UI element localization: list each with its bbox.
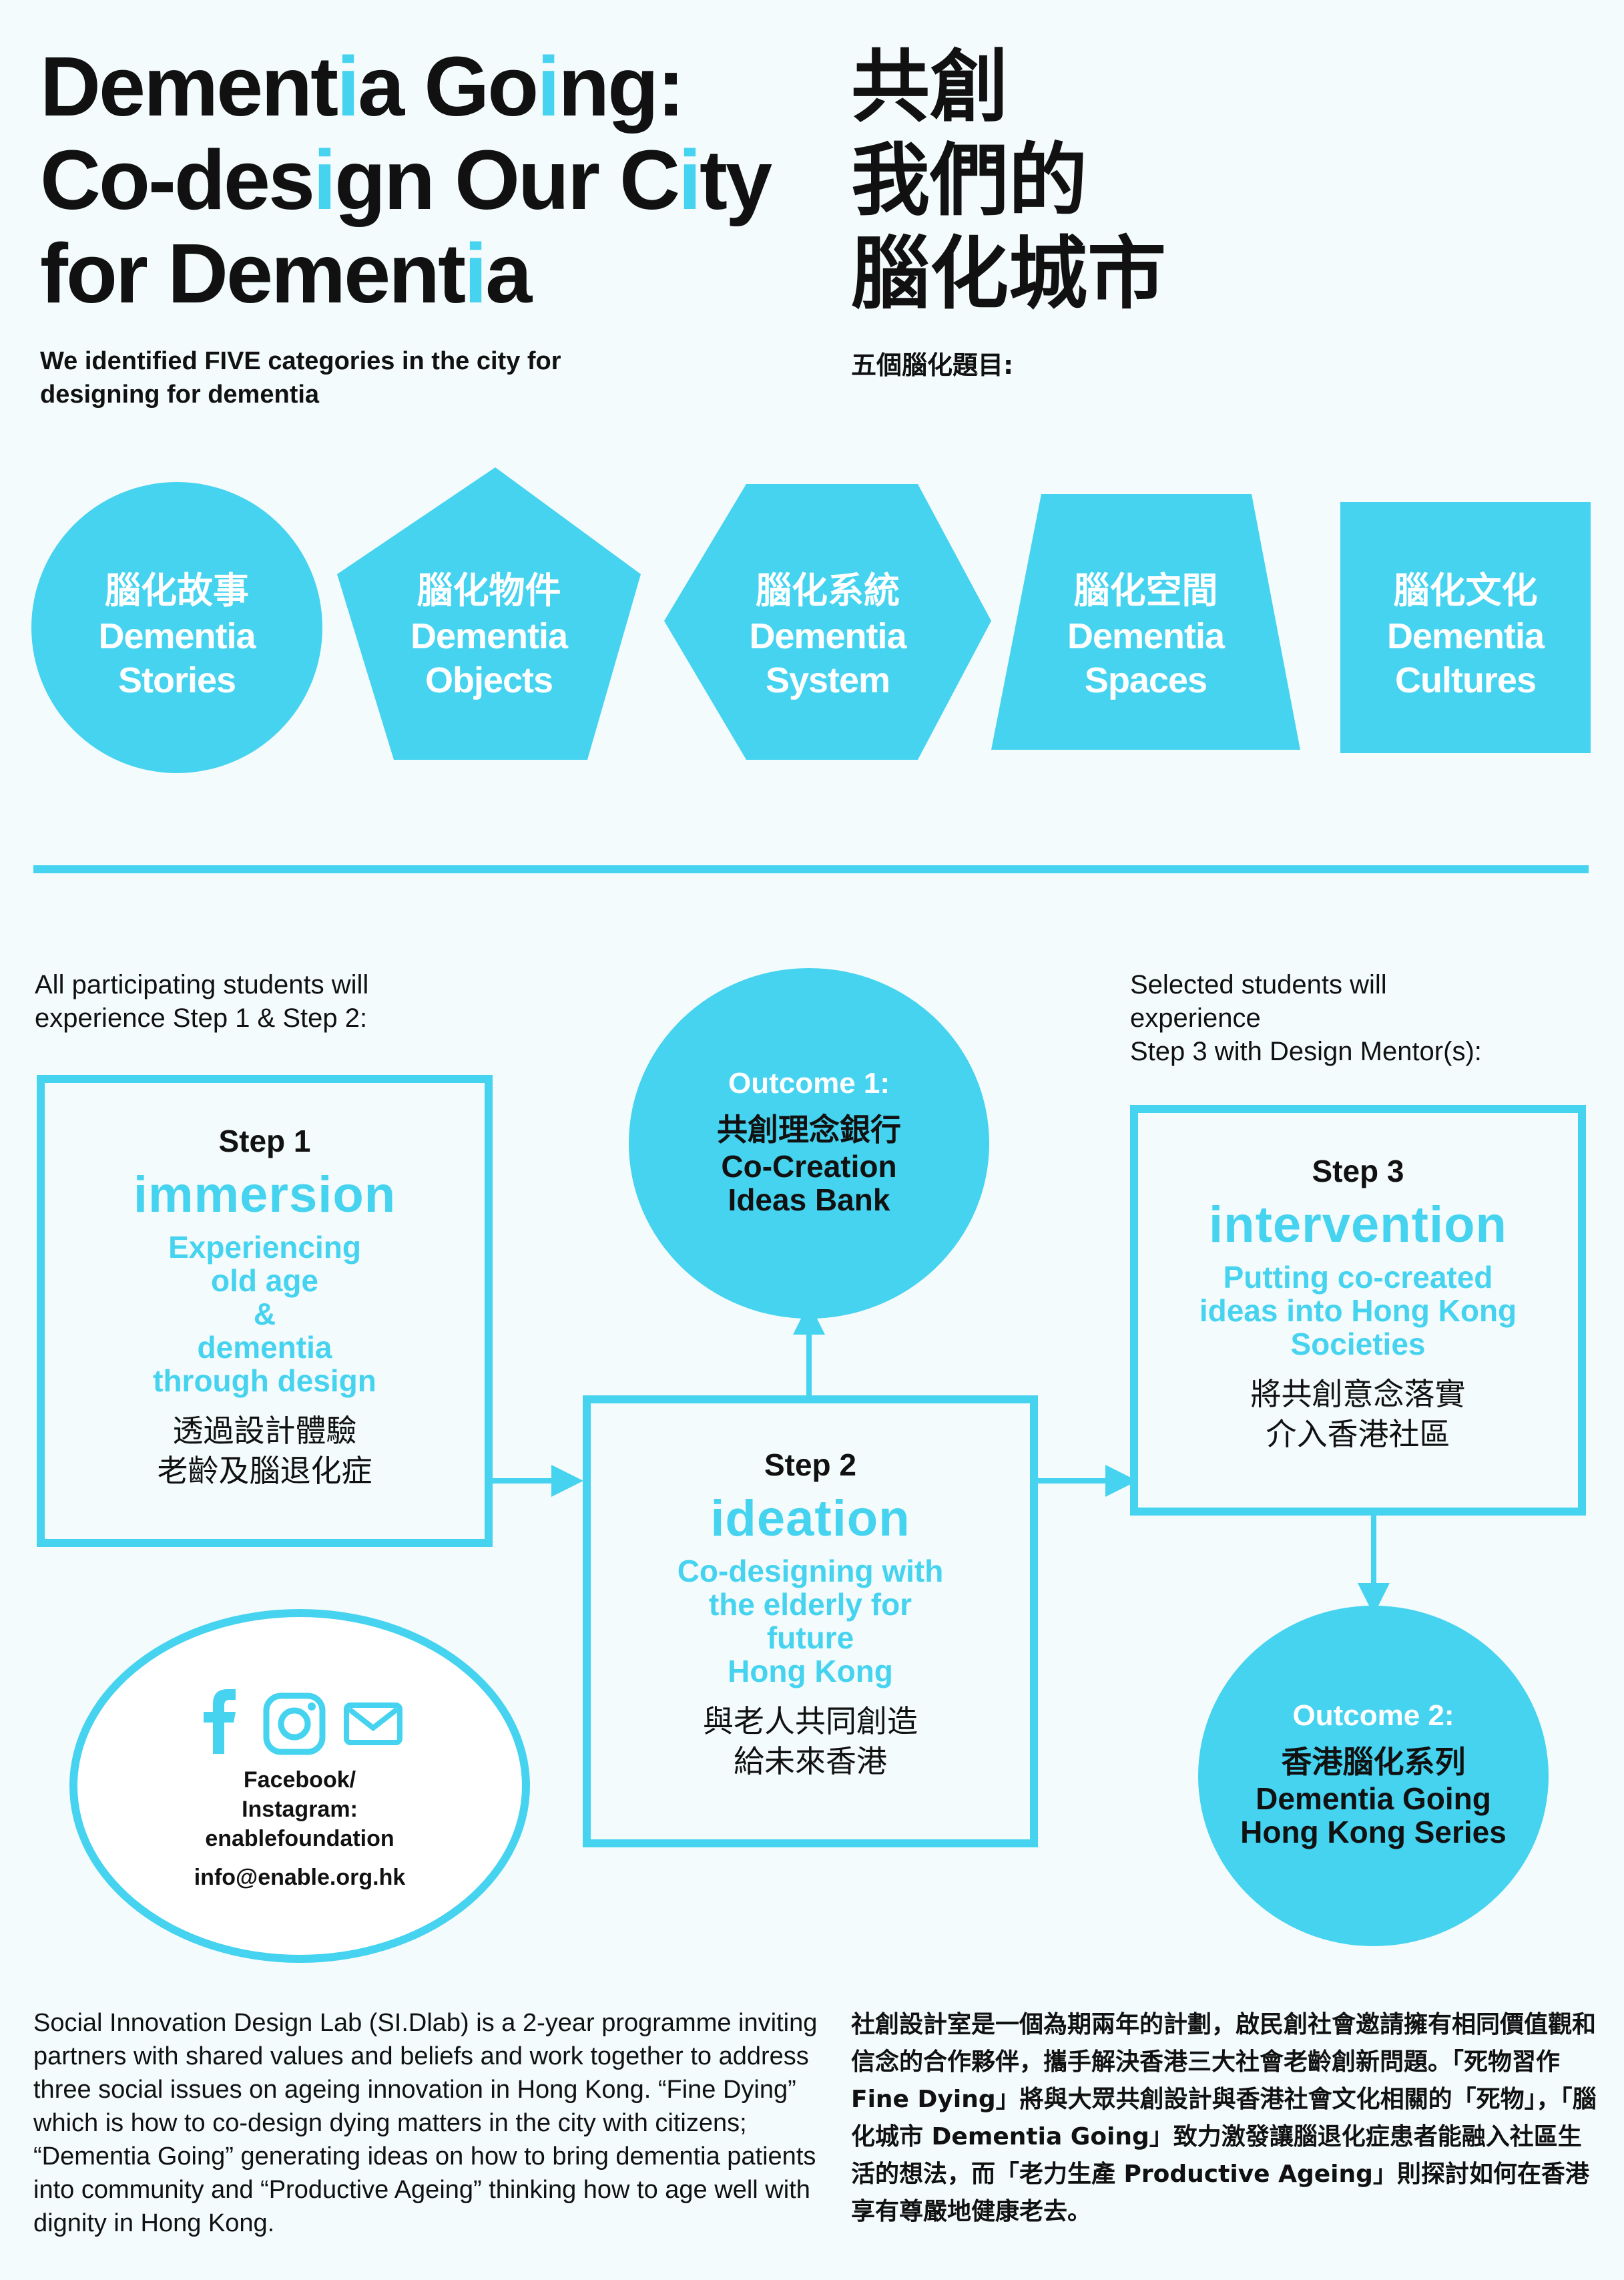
category-pentagon-shape [337, 467, 641, 760]
outcome-2-circle: Outcome 2: 香港腦化系列 Dementia Going Hong Ko… [1198, 1606, 1549, 1946]
step-description: Experiencing old age & dementia through … [153, 1230, 376, 1398]
step-3-box: Step 3 intervention Putting co-created i… [1130, 1105, 1586, 1516]
category-trapezoid-shape [991, 494, 1300, 750]
step-description: Co-designing with the elderly for future… [677, 1554, 944, 1688]
mail-icon[interactable] [344, 1702, 402, 1745]
category-dementia-stories[interactable]: 腦化故事 Dementia Stories [98, 569, 256, 700]
step-2-box: Step 2 ideation Co-designing with the el… [583, 1395, 1038, 1847]
step-description-zh: 將共創意念落實 介入香港社區 [1250, 1376, 1466, 1452]
step-description-zh: 與老人共同創造 給未來香港 [703, 1703, 918, 1779]
section-divider [33, 865, 1589, 873]
category-dementia-system[interactable]: 腦化系統 Dementia System [749, 569, 906, 700]
step-number: Step 2 [764, 1447, 857, 1482]
category-circle-shape [31, 482, 322, 773]
facebook-icon[interactable] [204, 1689, 236, 1754]
intro-text: We identified FIVE categories in the cit… [40, 347, 561, 409]
step-description: Putting co-created ideas into Hong Kong … [1199, 1260, 1517, 1361]
page-title: Dementia Going: Co-design Our City for D… [40, 39, 772, 320]
social-icons [77, 1684, 522, 1757]
step-number: Step 3 [1312, 1154, 1404, 1188]
category-dementia-objects[interactable]: 腦化物件 Dementia Objects [410, 569, 568, 700]
social-contact-circle: Facebook/ Instagram: enablefoundation in… [69, 1609, 530, 1963]
step-title: immersion [133, 1166, 396, 1223]
step-1-box: Step 1 immersion Experiencing old age & … [37, 1075, 493, 1547]
step-number: Step 1 [218, 1124, 311, 1158]
step-title: ideation [710, 1490, 910, 1547]
note-all-students: All participating students will experien… [35, 970, 369, 1033]
outcome-1-circle: Outcome 1: 共創理念銀行 Co-Creation Ideas Bank [629, 968, 989, 1319]
step-title: intervention [1209, 1196, 1507, 1253]
note-selected-students: Selected students will experience Step 3… [1130, 970, 1482, 1066]
category-shapes [31, 467, 1591, 773]
category-dementia-cultures[interactable]: 腦化文化 Dementia Cultures [1386, 569, 1545, 700]
intro-text-zh: 五個腦化題目: [851, 351, 1014, 380]
social-handle: Facebook/ Instagram: enablefoundation [205, 1767, 394, 1851]
instagram-icon[interactable] [263, 1692, 326, 1755]
step-description-zh: 透過設計體驗 老齡及腦退化症 [157, 1413, 372, 1489]
page-title-zh: 共創 我們的 腦化城市 [851, 41, 1167, 320]
category-dementia-spaces[interactable]: 腦化空間 Dementia Spaces [1067, 569, 1225, 700]
footer-description-zh: 社創設計室是一個為期兩年的計劃，啟民創社會邀請擁有相同價值觀和信念的合作夥伴，攜… [851, 2011, 1597, 2225]
contact-email[interactable]: info@enable.org.hk [194, 1865, 406, 1890]
category-hexagon-shape [664, 484, 991, 760]
category-square-shape [1340, 502, 1591, 753]
footer-description: Social Innovation Design Lab (SI.Dlab) i… [33, 2009, 818, 2237]
